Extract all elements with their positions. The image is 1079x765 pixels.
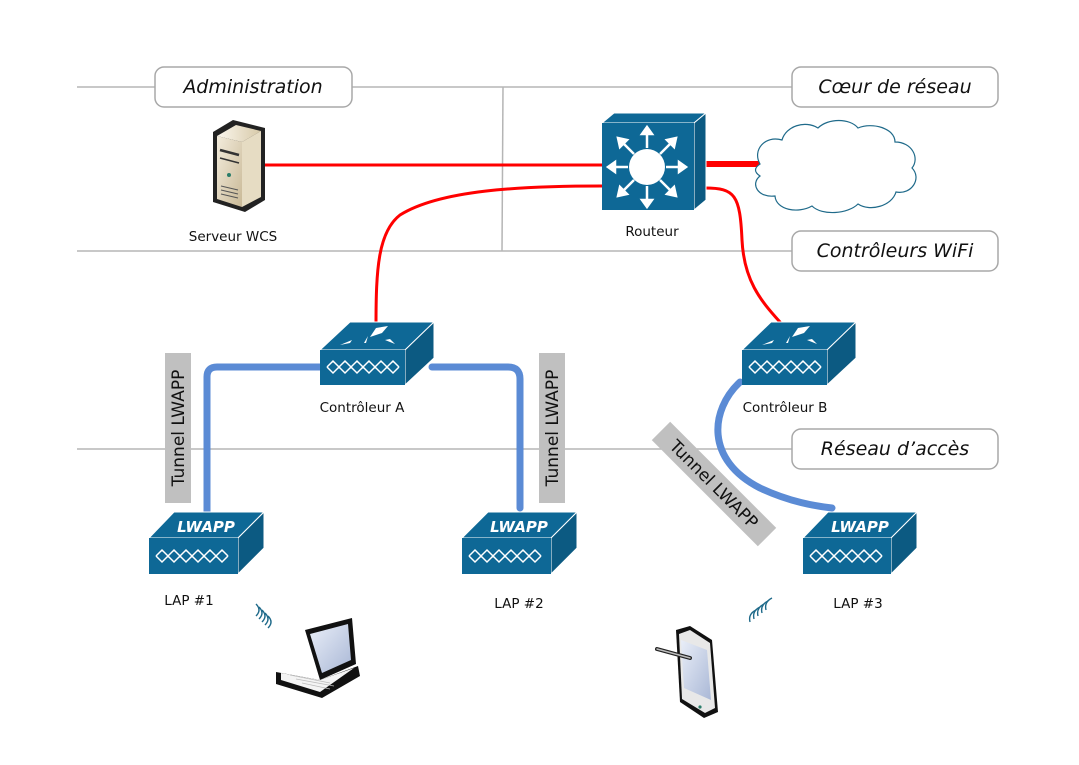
router[interactable]: Routeur: [600, 111, 708, 240]
svg-text:Tunnel LWAPP: Tunnel LWAPP: [169, 370, 189, 488]
wifi-signal-icon: [748, 597, 773, 623]
tablet-icon: [655, 626, 718, 718]
lwapp-badge: LWAPP: [177, 518, 235, 536]
zone-label-controllers: Contrôleurs WiFi: [791, 230, 999, 272]
controller-a[interactable]: Contrôleur A: [318, 320, 436, 416]
access-point-icon: LWAPP: [147, 510, 266, 576]
wlan-controller-icon: [318, 320, 436, 387]
server-icon: [213, 120, 265, 212]
tunnel-a-lap1: [203, 363, 326, 516]
zone-label-text: Contrôleurs WiFi: [817, 240, 975, 262]
lap-2[interactable]: LWAPP LAP #2: [460, 510, 579, 612]
tunnel-b-lap3: [714, 378, 836, 512]
wlan-controller-icon: [740, 320, 858, 387]
link-router-controller-a: [374, 184, 604, 327]
device-label: Contrôleur A: [320, 400, 406, 416]
access-point-icon: LWAPP: [801, 510, 919, 576]
lwapp-badge: LWAPP: [831, 518, 889, 536]
device-label: Routeur: [625, 224, 679, 240]
cloud-icon: [754, 119, 917, 214]
lap-3[interactable]: LWAPP LAP #3: [801, 510, 919, 612]
tunnel-label-1: Tunnel LWAPP: [165, 353, 191, 503]
svg-text:Tunnel LWAPP: Tunnel LWAPP: [543, 370, 563, 488]
zone-label-access: Réseau d’accès: [791, 428, 999, 470]
link-router-controller-b: [703, 186, 782, 324]
laptop[interactable]: [276, 618, 360, 698]
device-label: LAP #1: [164, 593, 213, 609]
router-icon: [600, 111, 708, 212]
internet-cloud[interactable]: [754, 119, 917, 214]
server-wcs[interactable]: Serveur WCS: [189, 120, 277, 245]
tunnels: [203, 363, 836, 516]
zone-separator-vertical: [501, 86, 504, 252]
laptop-icon: [276, 618, 360, 698]
zone-label-text: Administration: [181, 76, 322, 98]
zone-label-core: Cœur de réseau: [791, 66, 999, 108]
zone-label-text: Cœur de réseau: [818, 76, 971, 98]
tunnel-a-lap2: [428, 363, 524, 512]
tablet[interactable]: [655, 626, 718, 718]
zone-label-text: Réseau d’accès: [821, 438, 970, 460]
lap-1[interactable]: LWAPP LAP #1: [147, 510, 266, 609]
device-label: Contrôleur B: [743, 400, 828, 416]
controller-b[interactable]: Contrôleur B: [740, 320, 858, 416]
zone-label-administration: Administration: [154, 66, 353, 108]
device-label: LAP #2: [494, 596, 543, 612]
lwapp-badge: LWAPP: [490, 518, 548, 536]
device-label: LAP #3: [833, 596, 882, 612]
wired-links: [263, 161, 782, 327]
access-point-icon: LWAPP: [460, 510, 579, 576]
wifi-signal-icon: [255, 603, 272, 629]
tunnel-label-2: Tunnel LWAPP: [539, 353, 565, 503]
device-label: Serveur WCS: [189, 229, 277, 245]
